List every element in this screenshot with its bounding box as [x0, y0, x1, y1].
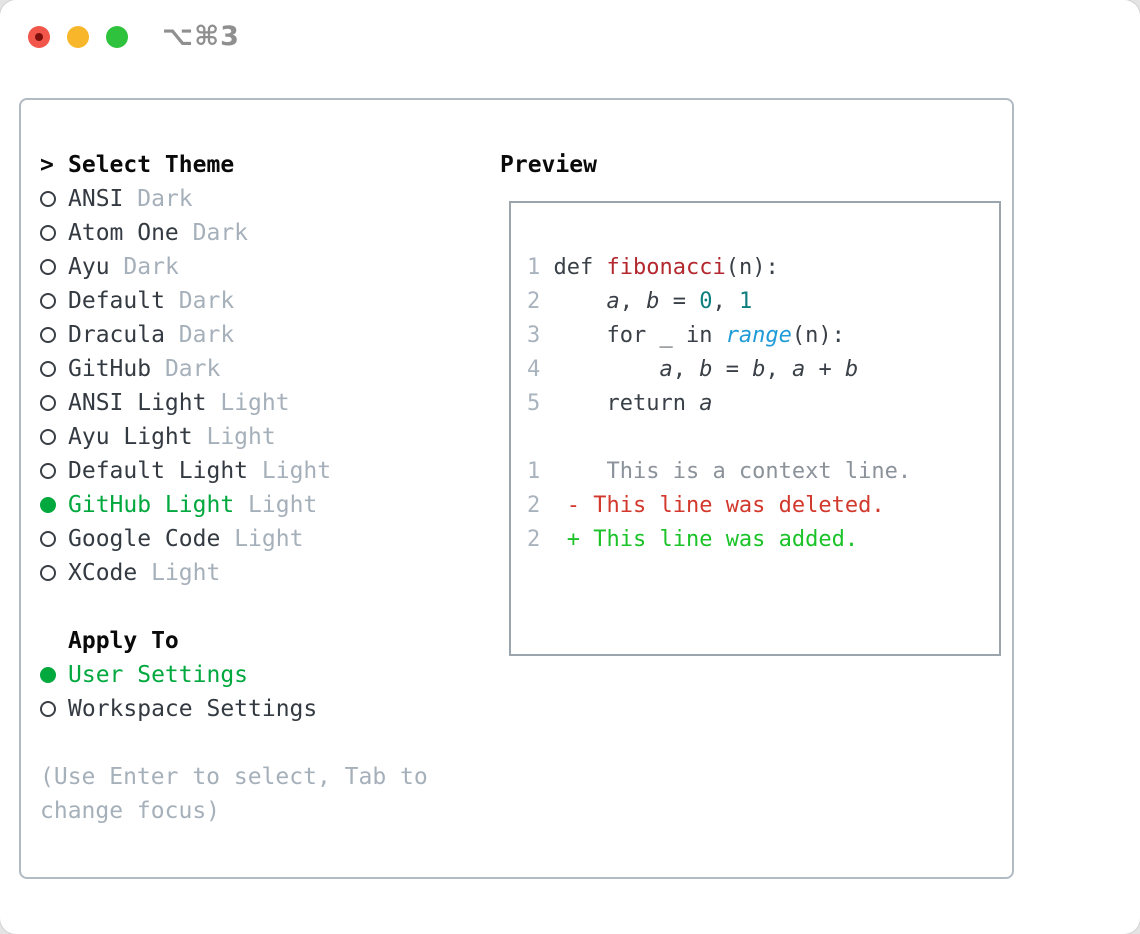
theme-option-label: GitHub — [68, 356, 152, 382]
window-titlebar: ⌥⌘3 — [0, 0, 1140, 72]
theme-option-label: Ayu Light — [68, 424, 193, 450]
select-theme-header: Select Theme — [68, 152, 235, 178]
window-title: ⌥⌘3 — [162, 21, 240, 52]
section-gap — [40, 726, 428, 760]
maximize-button[interactable] — [106, 26, 128, 48]
theme-variant-label: Light — [151, 560, 221, 586]
theme-option-github[interactable]: GitHub Dark — [40, 352, 428, 386]
theme-variant-label: Light — [248, 492, 318, 518]
radio-unselected-icon — [40, 327, 56, 343]
theme-variant-label: Dark — [178, 322, 235, 348]
theme-option-dracula[interactable]: Dracula Dark — [40, 318, 428, 352]
radio-selected-icon — [40, 667, 56, 683]
radio-unselected-icon — [40, 565, 56, 581]
theme-variant-label: Light — [206, 424, 276, 450]
hint-line-2: change focus) — [40, 798, 221, 824]
hint-line-1: (Use Enter to select, Tab to — [40, 764, 428, 790]
preview-header: Preview — [500, 152, 597, 178]
theme-option-label: ANSI — [68, 186, 124, 212]
preview-line-6 — [527, 421, 999, 455]
apply-option-workspace-settings[interactable]: Workspace Settings — [40, 692, 428, 726]
theme-variant-label: Light — [234, 526, 304, 552]
preview-line-4: 4 a, b = b, a + b — [527, 357, 859, 382]
theme-option-label: Atom One — [68, 220, 179, 246]
select-theme-header-row: > Select Theme — [40, 148, 428, 182]
theme-option-default-light[interactable]: Default Light Light — [40, 454, 428, 488]
theme-variant-label: Light — [220, 390, 290, 416]
theme-option-google-code[interactable]: Google Code Light — [40, 522, 428, 556]
radio-unselected-icon — [40, 191, 56, 207]
theme-option-label: Default Light — [68, 458, 249, 484]
theme-option-label: Google Code — [68, 526, 221, 552]
preview-line-5: 5 return a — [527, 391, 713, 416]
theme-option-label: XCode — [68, 560, 138, 586]
theme-variant-label: Dark — [164, 356, 221, 382]
preview-line-3: 3 for _ in range(n): — [527, 323, 845, 348]
theme-option-label: GitHub Light — [68, 492, 235, 518]
radio-unselected-icon — [40, 225, 56, 241]
minimize-button[interactable] — [67, 26, 89, 48]
theme-variant-label: Dark — [192, 220, 249, 246]
apply-to-header-row: Apply To — [40, 624, 428, 658]
preview-box: 1 def fibonacci(n): 2 a, b = 0, 1 3 for _ … — [509, 201, 1001, 656]
radio-unselected-icon — [40, 429, 56, 445]
theme-option-label: Ayu — [68, 254, 110, 280]
theme-option-ansi[interactable]: ANSI Dark — [40, 182, 428, 216]
theme-variant-label: Dark — [137, 186, 193, 212]
preview-line-7: 1 This is a context line. — [527, 459, 912, 484]
theme-option-ansi-light[interactable]: ANSI Light Light — [40, 386, 428, 420]
apply-to-header: Apply To — [68, 628, 179, 654]
cursor-marker: > — [40, 152, 54, 178]
radio-selected-icon — [40, 497, 56, 513]
theme-option-ayu[interactable]: Ayu Dark — [40, 250, 428, 284]
preview-line-9: 2 + This line was added. — [527, 527, 859, 552]
preview-line-8: 2 - This line was deleted. — [527, 493, 885, 518]
code-lines: 1 def fibonacci(n): 2 a, b = 0, 1 3 for _ … — [527, 251, 999, 557]
radio-unselected-icon — [40, 361, 56, 377]
theme-variant-label: Light — [261, 458, 332, 484]
theme-option-ayu-light[interactable]: Ayu Light Light — [40, 420, 428, 454]
hint-text: (Use Enter to select, Tab to change focu… — [40, 760, 428, 828]
radio-unselected-icon — [40, 259, 56, 275]
radio-unselected-icon — [40, 531, 56, 547]
theme-variant-label: Dark — [123, 254, 179, 280]
theme-option-xcode[interactable]: XCode Light — [40, 556, 428, 590]
radio-unselected-icon — [40, 395, 56, 411]
apply-option-user-settings[interactable]: User Settings — [40, 658, 428, 692]
preview-line-1: 1 def fibonacci(n): — [527, 255, 779, 280]
theme-variant-label: Dark — [178, 288, 235, 314]
theme-option-label: Default — [68, 288, 165, 314]
preview-line-2: 2 a, b = 0, 1 — [527, 289, 753, 314]
theme-option-atom-one[interactable]: Atom One Dark — [40, 216, 428, 250]
close-modified-dot — [35, 33, 43, 41]
theme-option-default[interactable]: Default Dark — [40, 284, 428, 318]
theme-option-label: Dracula — [68, 322, 165, 348]
close-button[interactable] — [28, 26, 50, 48]
apply-option-label: User Settings — [68, 662, 249, 688]
theme-option-github-light[interactable]: GitHub Light Light — [40, 488, 428, 522]
preview-column: Preview 1 def fibonacci(n): 2 a, b = 0, 1… — [500, 148, 1001, 656]
apply-option-label: Workspace Settings — [68, 696, 318, 722]
radio-unselected-icon — [40, 293, 56, 309]
section-gap — [40, 590, 428, 624]
radio-unselected-icon — [40, 701, 56, 717]
radio-unselected-icon — [40, 463, 56, 479]
theme-option-label: ANSI Light — [68, 390, 207, 416]
